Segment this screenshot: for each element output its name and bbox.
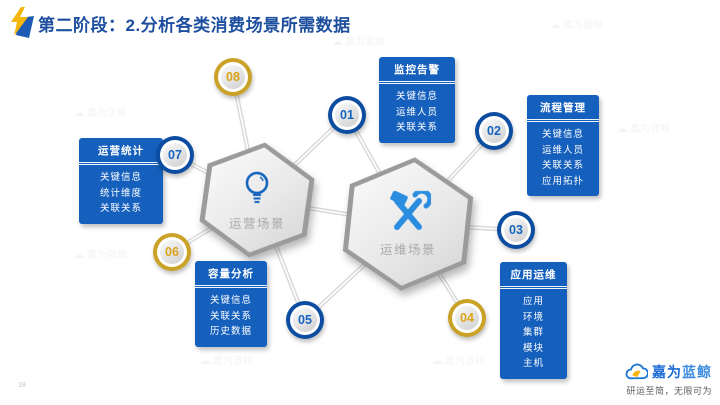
box-process-management: 流程管理 关键信息 运维人员 关联关系 应用拓扑 xyxy=(527,95,599,196)
brand-name: 嘉为蓝鲸 xyxy=(652,364,712,380)
box-item: 关键信息 xyxy=(541,129,584,140)
node-07: 07 xyxy=(156,136,194,174)
hexagon-border: 运维场景 xyxy=(339,151,476,297)
box-title: 监控告警 xyxy=(379,57,455,84)
lightning-logo-icon xyxy=(11,7,34,38)
box-item: 关联关系 xyxy=(99,203,142,214)
box-item: 关联关系 xyxy=(209,310,252,322)
box-item: 关联关系 xyxy=(395,122,438,133)
hammer-wrench-icon xyxy=(385,191,431,235)
lightbulb-icon xyxy=(240,169,274,209)
hexagon-operations-scenario: 运营场景 xyxy=(195,135,318,265)
node-03: 03 xyxy=(497,211,535,249)
page-number: 18 xyxy=(18,382,26,389)
box-monitoring-alert: 监控告警 关键信息 运维人员 关联关系 xyxy=(379,57,455,143)
node-04: 04 xyxy=(448,299,486,337)
watermark: ☁嘉为蓝鲸 xyxy=(74,108,127,119)
box-item: 关键信息 xyxy=(99,172,142,183)
box-application-om: 应用运维 应用 环境 集群 模块 主机 xyxy=(500,262,567,379)
cloud-icon: ☁ xyxy=(200,356,210,367)
brand-cloud-icon xyxy=(625,363,648,380)
brand-slogan: 研运至简，无限可为 xyxy=(626,386,712,396)
hexagon-label: 运营场景 xyxy=(228,216,285,231)
node-08: 08 xyxy=(214,58,252,96)
box-title: 流程管理 xyxy=(527,95,599,122)
box-item: 模块 xyxy=(522,342,544,354)
box-item: 环境 xyxy=(522,311,544,323)
box-capacity-analysis: 容量分析 关键信息 关联关系 历史数据 xyxy=(195,261,267,347)
box-item: 集群 xyxy=(522,327,544,338)
cloud-icon: ☁ xyxy=(332,37,342,48)
watermark: ☁嘉为蓝鲸 xyxy=(617,124,670,135)
node-06: 06 xyxy=(153,233,191,271)
box-item: 应用 xyxy=(522,296,544,307)
box-title: 应用运维 xyxy=(500,262,567,289)
box-item: 关键信息 xyxy=(209,295,252,306)
hexagon-label: 运维场景 xyxy=(379,242,436,257)
watermark: ☁嘉为蓝鲸 xyxy=(550,20,603,31)
watermark: ☁嘉为蓝鲸 xyxy=(332,37,385,48)
hexagon-border: 运营场景 xyxy=(195,135,318,265)
box-item: 运维人员 xyxy=(541,144,584,156)
watermark: ☁嘉为蓝鲸 xyxy=(74,250,127,261)
node-05: 05 xyxy=(286,301,324,339)
box-item: 主机 xyxy=(522,358,544,369)
footer-brand: 嘉为蓝鲸 研运至简，无限可为 xyxy=(624,362,712,397)
cloud-icon: ☁ xyxy=(432,356,442,367)
watermark: ☁嘉为蓝鲸 xyxy=(432,356,485,367)
box-item: 应用拓扑 xyxy=(541,175,584,187)
box-item: 关联关系 xyxy=(541,160,584,171)
hexagon-om-scenario: 运维场景 xyxy=(339,151,476,297)
node-02: 02 xyxy=(475,112,513,150)
watermark: ☁嘉为蓝鲸 xyxy=(200,356,253,367)
cloud-icon: ☁ xyxy=(74,250,84,261)
box-title: 容量分析 xyxy=(195,261,267,288)
page-title: 第二阶段：2.分析各类消费场景所需数据 xyxy=(38,16,351,35)
cloud-icon: ☁ xyxy=(74,108,84,119)
cloud-icon: ☁ xyxy=(617,124,627,135)
cloud-icon: ☁ xyxy=(550,20,560,31)
box-item: 运维人员 xyxy=(395,106,438,118)
node-01: 01 xyxy=(328,96,366,134)
box-operations-statistics: 运营统计 关键信息 统计维度 关联关系 xyxy=(79,138,163,224)
box-item: 关键信息 xyxy=(395,91,438,102)
box-item: 统计维度 xyxy=(99,187,142,199)
box-item: 历史数据 xyxy=(209,326,252,337)
box-title: 运营统计 xyxy=(79,138,163,165)
